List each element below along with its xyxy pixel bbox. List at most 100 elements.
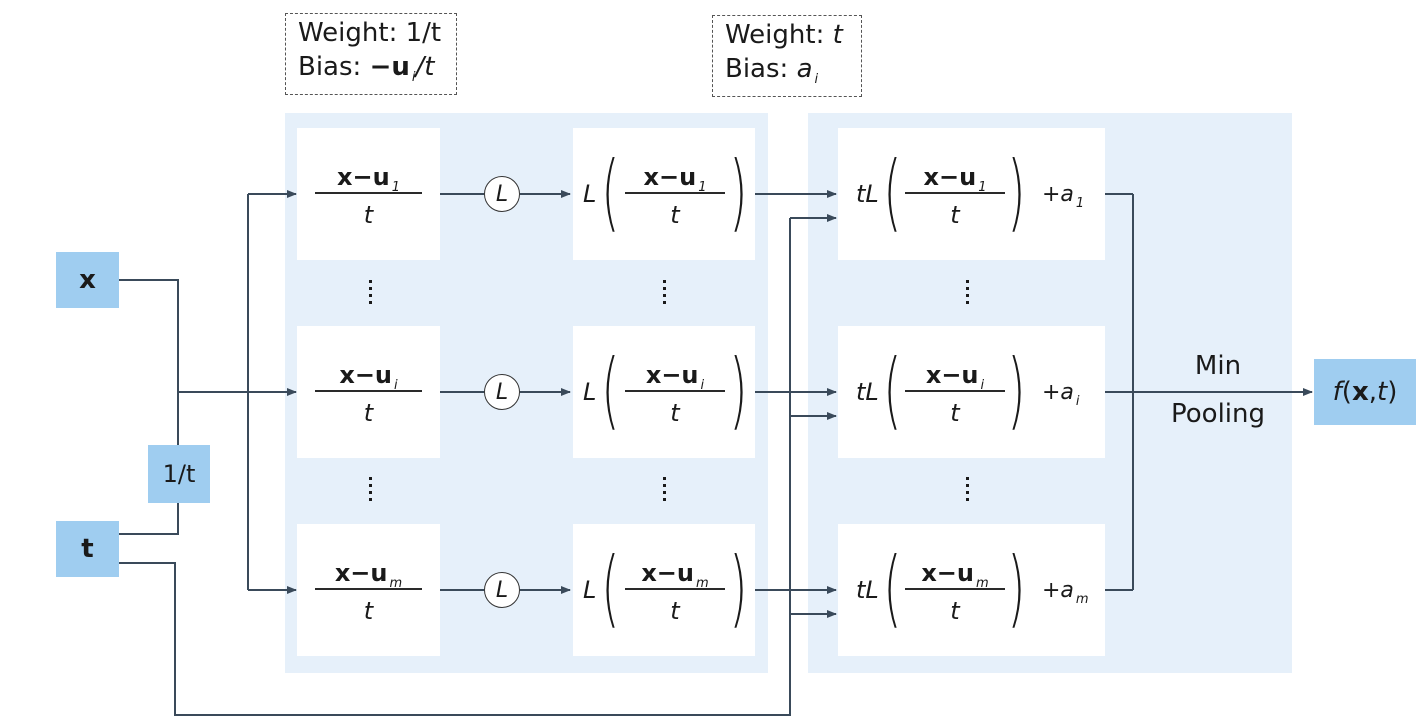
activated-i-den: t <box>670 399 680 427</box>
scaled-m-sub: m <box>976 576 989 591</box>
scaled-i-lparen: ( <box>883 341 902 439</box>
activated-i-sub: i <box>700 378 705 393</box>
scaled-i-prefix: tL <box>856 378 879 406</box>
x-line <box>119 279 179 392</box>
scaled-m-den: t <box>950 597 960 625</box>
fraction-i-num: x−u <box>339 361 393 389</box>
scaled-1-lparen: ( <box>883 143 902 241</box>
scaled-m-bias-text: +a <box>1042 578 1074 603</box>
fraction-m-num: x−u <box>334 559 388 587</box>
scaled-m-lparen: ( <box>883 539 902 637</box>
pooling-line1: Min <box>1194 351 1242 381</box>
scaled-cell-1 <box>838 128 1105 260</box>
fraction-i-den: t <box>363 399 374 427</box>
scaled-1-num: x−u <box>923 163 977 191</box>
activation-node-i: L <box>484 374 520 410</box>
input-x-box: x <box>56 252 119 308</box>
pooling-line2: Pooling <box>1171 399 1265 429</box>
fraction-i-sub: i <box>394 378 398 393</box>
fraction-cell-m <box>297 524 440 656</box>
ellipsis-right-lower <box>966 477 970 505</box>
activated-m-lparen: ( <box>601 539 620 637</box>
output-close: ) <box>1387 377 1398 407</box>
activation-node-m: L <box>484 572 520 608</box>
activated-m-num: x−u <box>641 559 694 587</box>
ellipsis-left-lower <box>369 477 373 505</box>
activated-1-rparen: ) <box>729 143 748 241</box>
scaled-m-rparen: ) <box>1007 539 1026 637</box>
activated-i-num: x−u <box>645 361 699 389</box>
activated-m-L: L <box>583 576 597 604</box>
left-weight-value: 1/t <box>405 18 442 48</box>
t-recip-line <box>119 392 179 535</box>
scaled-1-rparen: ) <box>1007 143 1026 241</box>
activated-cell-i <box>573 326 755 458</box>
right-weight-label: Weight: <box>725 20 833 50</box>
reciprocal-box: 1/t <box>148 445 210 503</box>
activated-1-lparen: ( <box>601 143 620 241</box>
activated-1-sub: 1 <box>698 180 707 195</box>
scaled-i-num: x−u <box>925 361 979 389</box>
activated-1-num: x−u <box>643 163 697 191</box>
scaled-1-bias-text: +a <box>1042 182 1074 207</box>
scaled-i-rparen: ) <box>1007 341 1026 439</box>
activation-node-1: L <box>484 176 520 212</box>
scaled-1-bias-sub: 1 <box>1075 196 1085 211</box>
ellipsis-right-upper <box>966 280 970 308</box>
scaled-1-den: t <box>950 201 960 229</box>
output-f: f <box>1332 377 1342 407</box>
left-bias-tail: /t <box>415 52 435 82</box>
ellipsis-left-upper <box>369 280 373 308</box>
activated-cell-1 <box>573 128 755 260</box>
scaled-i-den: t <box>950 399 960 427</box>
left-weight-label: Weight: <box>298 18 406 48</box>
right-weight-value: t <box>832 20 843 50</box>
output-comma: , <box>1368 377 1377 407</box>
scaled-i-sub: i <box>980 378 985 393</box>
scaled-m-bias-sub: m <box>1075 592 1089 607</box>
activated-i-L: L <box>583 378 597 406</box>
left-bias-label: Bias: <box>298 52 370 82</box>
fraction-m-sub: m <box>389 576 403 591</box>
activated-m-den: t <box>670 597 680 625</box>
output-open: ( <box>1341 377 1352 407</box>
fraction-cell-1 <box>297 128 440 260</box>
ellipsis-mid-lower <box>663 477 667 505</box>
input-t-box: t <box>56 521 119 577</box>
output-box: f(x,t) <box>1314 359 1416 425</box>
scaled-1-prefix: tL <box>856 180 879 208</box>
scaled-cell-m <box>838 524 1105 656</box>
activated-i-rparen: ) <box>729 341 748 439</box>
left-bias-sub: i <box>411 70 416 85</box>
scaled-i-bias-text: +a <box>1042 380 1074 405</box>
activated-cell-m <box>573 524 755 656</box>
scaled-1-sub: 1 <box>978 180 987 195</box>
fraction-1-den: t <box>363 201 374 229</box>
activated-1-den: t <box>670 201 680 229</box>
scaled-cell-i <box>838 326 1105 458</box>
right-bias-sub: i <box>814 72 819 87</box>
ellipsis-mid-upper <box>663 280 667 308</box>
fraction-1-sub: 1 <box>391 180 400 195</box>
scaled-m-num: x−u <box>921 559 974 587</box>
activated-1-L: L <box>583 180 597 208</box>
activated-i-lparen: ( <box>601 341 620 439</box>
left-bias-value: −u <box>369 52 410 82</box>
t-bypass <box>119 218 791 716</box>
